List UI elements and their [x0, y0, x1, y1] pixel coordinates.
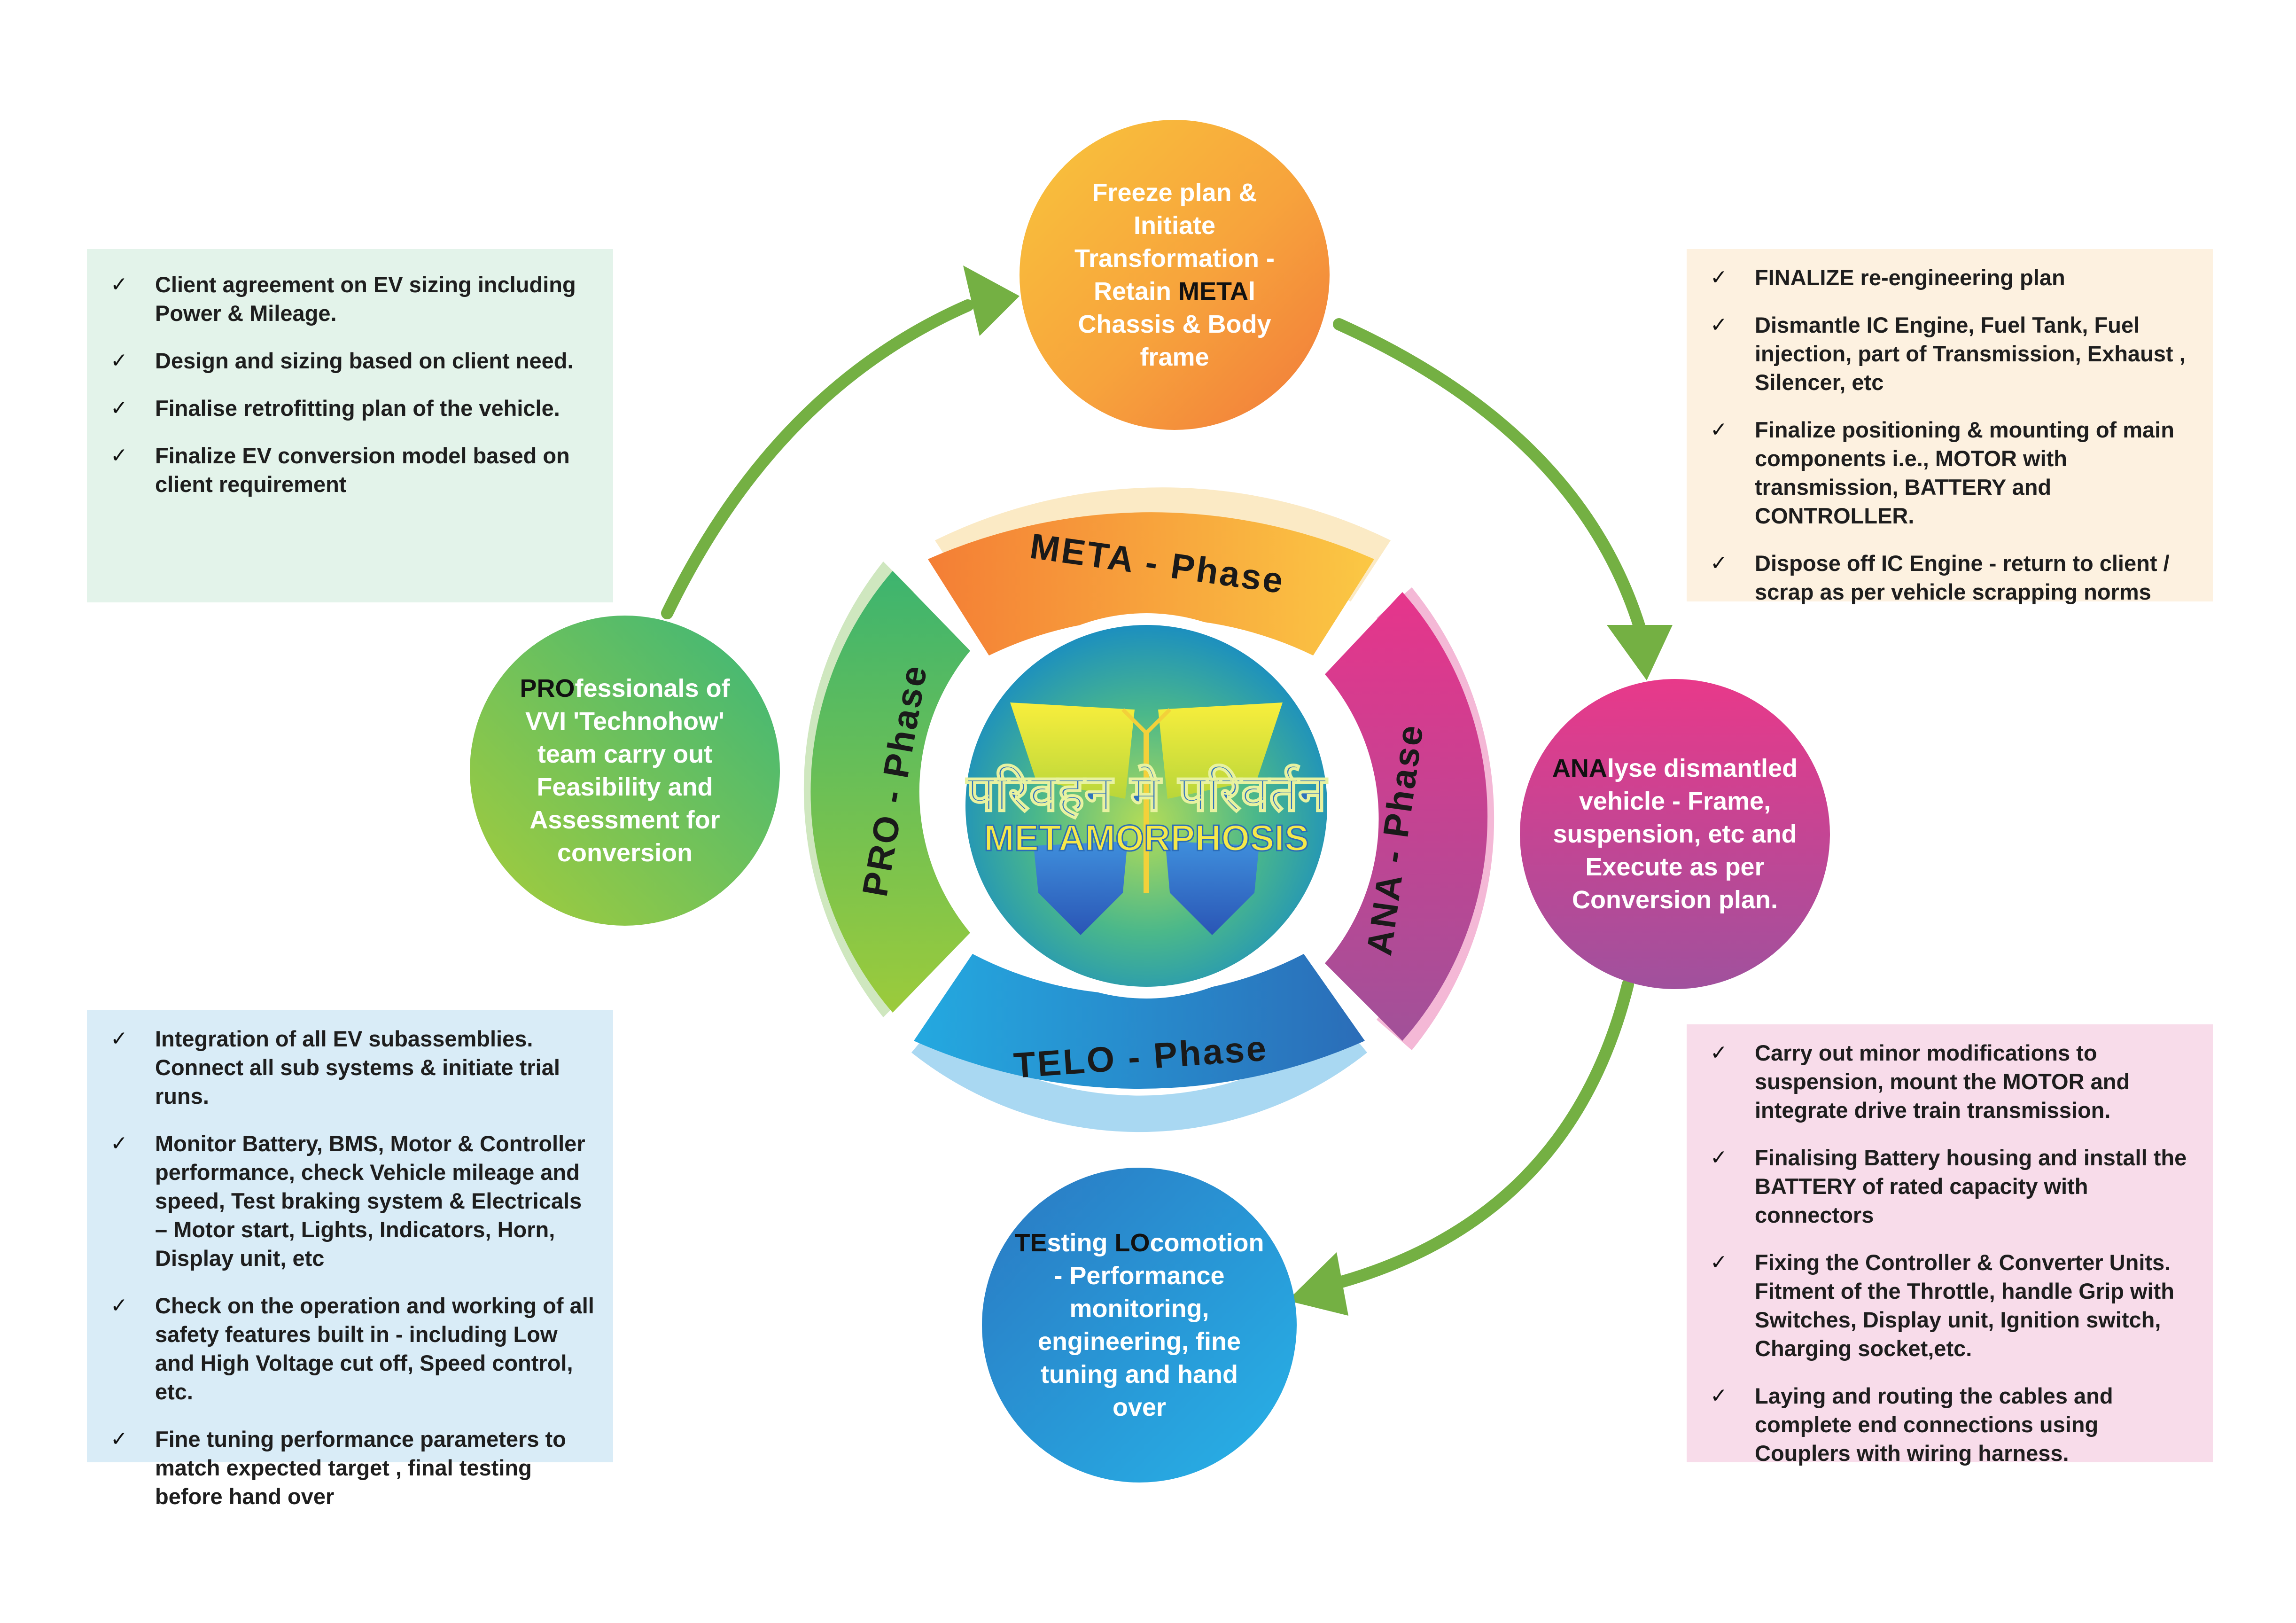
check-icon: ✓: [110, 444, 128, 467]
check-icon: ✓: [1710, 552, 1728, 575]
checklist-item: ✓Fixing the Controller & Converter Units…: [1705, 1248, 2194, 1363]
check-icon: ✓: [110, 349, 128, 372]
meta-circle: [1020, 120, 1330, 430]
ana-circle: [1520, 679, 1830, 989]
pro-info-box: ✓Client agreement on EV sizing including…: [87, 249, 613, 602]
check-icon: ✓: [110, 1428, 128, 1451]
checklist-item: ✓Carry out minor modifications to suspen…: [1705, 1038, 2194, 1124]
pro-circle-text: PROfessionals of VVI 'Technohow' team ca…: [520, 674, 730, 867]
checklist-item: ✓Dismantle IC Engine, Fuel Tank, Fuel in…: [1705, 311, 2194, 397]
check-icon: ✓: [110, 397, 128, 420]
checklist-item: ✓Finalize EV conversion model based on c…: [106, 441, 594, 499]
check-icon: ✓: [1710, 266, 1728, 289]
arrow-heads: [963, 265, 1673, 1316]
arrowhead-ana: [1607, 625, 1673, 680]
check-icon: ✓: [110, 1027, 128, 1050]
meta-segment: [928, 512, 1374, 655]
meta-circle-text: Freeze plan & Initiate Transformation - …: [1074, 179, 1275, 371]
butterfly-icon: [1010, 702, 1283, 935]
arrow-ana-to-telo: [1323, 978, 1634, 1291]
checklist-item: ✓Finalize positioning & mounting of main…: [1705, 415, 2194, 530]
phase-ring: [803, 487, 1494, 1132]
check-icon: ✓: [110, 1132, 128, 1155]
ana-segment: [1325, 592, 1488, 1041]
arrow-pro-to-meta: [661, 299, 974, 619]
checklist-item: ✓Dispose off IC Engine - return to clien…: [1705, 549, 2194, 606]
english-title: METAMORPHOSIS: [984, 817, 1309, 858]
check-icon: ✓: [1710, 1146, 1728, 1169]
arrow-meta-to-ana: [1333, 318, 1646, 633]
checklist-item: ✓Design and sizing based on client need.: [106, 346, 594, 375]
telo-segment-band: [911, 1024, 1367, 1132]
checklist-item: ✓Monitor Battery, BMS, Motor & Controlle…: [106, 1129, 594, 1272]
telo-circle: [982, 1168, 1297, 1483]
telo-circle-text: TEsting LOcomotion - Performance monitor…: [1014, 1229, 1264, 1421]
telo-segment: [914, 954, 1365, 1089]
ana-info-box: ✓Carry out minor modifications to suspen…: [1687, 1024, 2213, 1466]
check-icon: ✓: [1710, 418, 1728, 441]
telo-checklist: ✓Integration of all EV subassemblies. Co…: [106, 1024, 594, 1511]
arrowhead-meta: [963, 265, 1020, 336]
pro-checklist: ✓Client agreement on EV sizing including…: [106, 270, 594, 499]
checklist-item: ✓Fine tuning performance parameters to m…: [106, 1425, 594, 1511]
check-icon: ✓: [1710, 1041, 1728, 1064]
cycle-arrows: [661, 299, 1646, 1291]
check-icon: ✓: [1710, 1384, 1728, 1407]
ana-circle-text: ANAlyse dismantled vehicle - Frame, susp…: [1552, 754, 1798, 914]
checklist-item: ✓Finalise retrofitting plan of the vehic…: [106, 394, 594, 422]
checklist-item: ✓Client agreement on EV sizing including…: [106, 270, 594, 328]
ana-checklist: ✓Carry out minor modifications to suspen…: [1705, 1038, 2194, 1467]
check-icon: ✓: [1710, 313, 1728, 336]
checklist-item: ✓Laying and routing the cables and compl…: [1705, 1381, 2194, 1467]
checklist-item: ✓FINALIZE re-engineering plan: [1705, 263, 2194, 292]
hindi-title: परिवहन मे परिवर्तन: [965, 764, 1328, 823]
check-icon: ✓: [1710, 1251, 1728, 1274]
meta-checklist: ✓FINALIZE re-engineering plan ✓Dismantle…: [1705, 263, 2194, 606]
pro-circle: [470, 616, 780, 926]
checklist-item: ✓Finalising Battery housing and install …: [1705, 1143, 2194, 1229]
meta-info-box: ✓FINALIZE re-engineering plan ✓Dismantle…: [1687, 249, 2213, 604]
arrowhead-telo: [1287, 1252, 1348, 1316]
check-icon: ✓: [110, 273, 128, 296]
telo-info-box: ✓Integration of all EV subassemblies. Co…: [87, 1010, 613, 1509]
checklist-item: ✓Integration of all EV subassemblies. Co…: [106, 1024, 594, 1110]
pro-segment: [810, 571, 970, 1013]
checklist-item: ✓Check on the operation and working of a…: [106, 1291, 594, 1406]
check-icon: ✓: [110, 1294, 128, 1317]
